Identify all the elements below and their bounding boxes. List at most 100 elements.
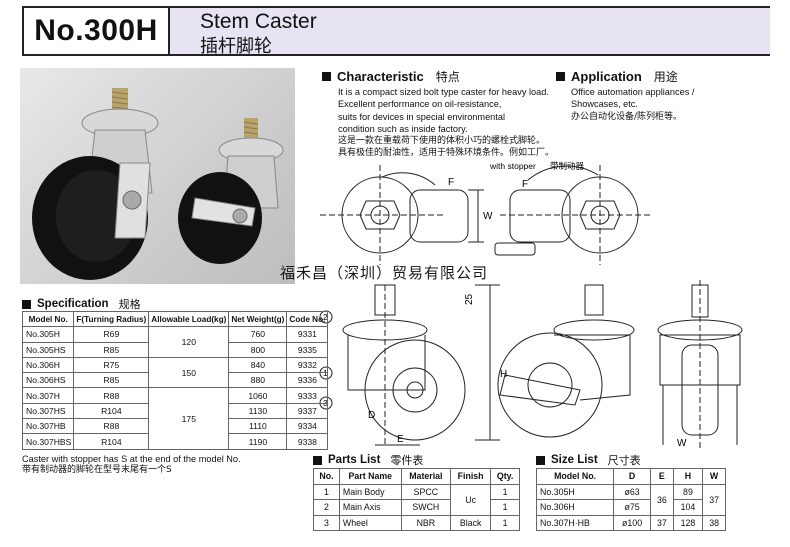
cell-model: No.306HS [21,372,75,389]
dim-h-label: H [500,369,507,380]
application-title: Application [571,69,642,84]
cell-model: No.306H [21,356,75,374]
cell-model: No.305H [535,483,615,500]
column-header: Finish [449,468,492,485]
table-row: No.307H·HB ø100 37 128 38 [535,514,726,531]
specification-table: Model No. F(Turning Radius) Allowable Lo… [21,310,329,450]
column-header: W [702,468,726,485]
column-header: Material [400,468,451,485]
cell-weight: 840 [228,356,288,374]
cell-qty: 1 [490,499,520,516]
company-watermark: 福禾昌（深圳）贸易有限公司 [280,264,489,282]
cell-d: ø100 [613,514,651,531]
cell-material: SWCH [400,499,451,516]
cell-model: No.305HS [21,341,75,358]
column-header: Model No. [21,310,75,328]
bullet-square-icon [22,299,31,309]
characteristic-line-cn: 具有极佳的耐油性，适用于特殊环境条件。例如工厂。 [338,148,555,159]
caster-small-picture [178,118,284,264]
column-header: Qty. [490,468,520,485]
cell-code: 9333 [286,387,329,404]
characteristic-line: condition such as inside factory. [338,123,468,134]
top-view-drawing [320,165,484,265]
cell-material: SPCC [400,483,451,500]
table-row: No.307HBS R104 1190 9338 [21,433,329,450]
characteristic-line: It is a compact sized bolt type caster f… [338,87,549,97]
dim-25-label: 25 [464,293,475,305]
table-row: No.307HS R104 1130 9337 [21,402,329,420]
dim-f-label-stopper: F [522,179,528,190]
product-photo [20,68,295,284]
cell-d: ø63 [613,483,651,500]
cell-weight: 880 [228,372,288,389]
cell-w: 38 [702,514,726,531]
column-header: No. [313,468,340,485]
cell-weight: 1060 [228,387,288,404]
cell-h: 128 [672,514,704,531]
cell-no: 3 [313,514,340,531]
cell-model: No.305H [21,326,75,343]
bullet-square-icon [536,455,545,465]
cell-load: 150 [148,356,230,389]
cell-model: No.307H [21,387,75,404]
cell-code: 9334 [286,418,329,435]
model-number: No.300H [22,6,170,56]
cell-radius: R85 [73,372,150,389]
characteristic-line: Excellent performance on oil-resistance, [338,99,502,110]
cell-material: NBR [400,514,451,531]
cell-radius: R104 [73,402,150,420]
cell-part-name: Main Axis [338,499,402,516]
table-header-row: Model No. F(Turning Radius) Allowable Lo… [21,310,329,328]
application-heading: Application 用途 [556,68,678,85]
caster-large-picture [32,88,159,280]
side-view-drawing [657,280,743,450]
cell-weight: 1110 [228,418,288,435]
size-list-table: Model No. D E H W No.305H ø63 36 89 37 N… [535,468,726,531]
note-line-cn: 带有制动器的脚轮在型号末尾有一个S [22,465,172,475]
table-row: No.307HB R88 1110 9334 [21,418,329,435]
note-line: Caster with stopper has S at the end of … [22,454,241,464]
cell-no: 1 [313,483,340,500]
size-list-heading: Size List 尺寸表 [536,452,641,468]
column-header: E [649,468,674,485]
cell-load: 120 [148,326,230,358]
table-header-row: Model No. D E H W [535,468,726,485]
cell-code: 9338 [286,433,329,450]
parts-list-heading: Parts List 零件表 [313,452,423,468]
title-band [170,6,770,56]
cell-weight: 1130 [228,402,288,420]
cell-weight: 1190 [228,433,288,450]
characteristic-heading: Characteristic 特点 [322,68,460,85]
cell-radius: R75 [73,356,150,374]
column-header: D [613,468,651,485]
cell-radius: R88 [73,387,150,404]
table-row: 3 Wheel NBR Black 1 [313,514,520,531]
table-row: No.305HS R85 800 9335 [21,341,329,358]
cell-h: 104 [672,499,704,516]
table-row: No.306H R75 150 840 9332 [21,356,329,389]
cell-code: 9336 [286,372,329,389]
table-row: No.305H ø63 36 89 37 [535,483,726,516]
application-line-cn: 办公自动化设备/陈列柜等。 [571,111,683,122]
cell-radius: R104 [73,433,150,450]
cell-part-name: Main Body [338,483,402,500]
cell-model: No.307H·HB [535,514,615,531]
cell-finish: Black [449,514,492,531]
dim-e-label: E [397,434,404,445]
characteristic-line-cn: 这是一款在重载荷下使用的体积小巧的螺栓式脚轮。 [338,136,546,147]
cell-weight: 760 [228,326,288,343]
specification-title: Specification [37,298,109,310]
cell-code: 9335 [286,341,329,358]
dim-w-label: W [483,211,493,222]
cell-model: No.306H [535,499,615,516]
size-list-title: Size List [551,454,598,466]
application-line: Office automation appliances / [571,87,695,97]
bullet-square-icon [313,455,322,465]
column-header: Model No. [535,468,615,485]
table-row: 1 Main Body SPCC Uc 1 [313,483,520,516]
cell-radius: R88 [73,418,150,435]
table-row: No.305H R69 120 760 9331 [21,326,329,358]
stopper-label: with stopper [489,161,536,171]
parts-list-title-cn: 零件表 [390,454,424,467]
top-view-stopper-drawing [494,165,650,265]
